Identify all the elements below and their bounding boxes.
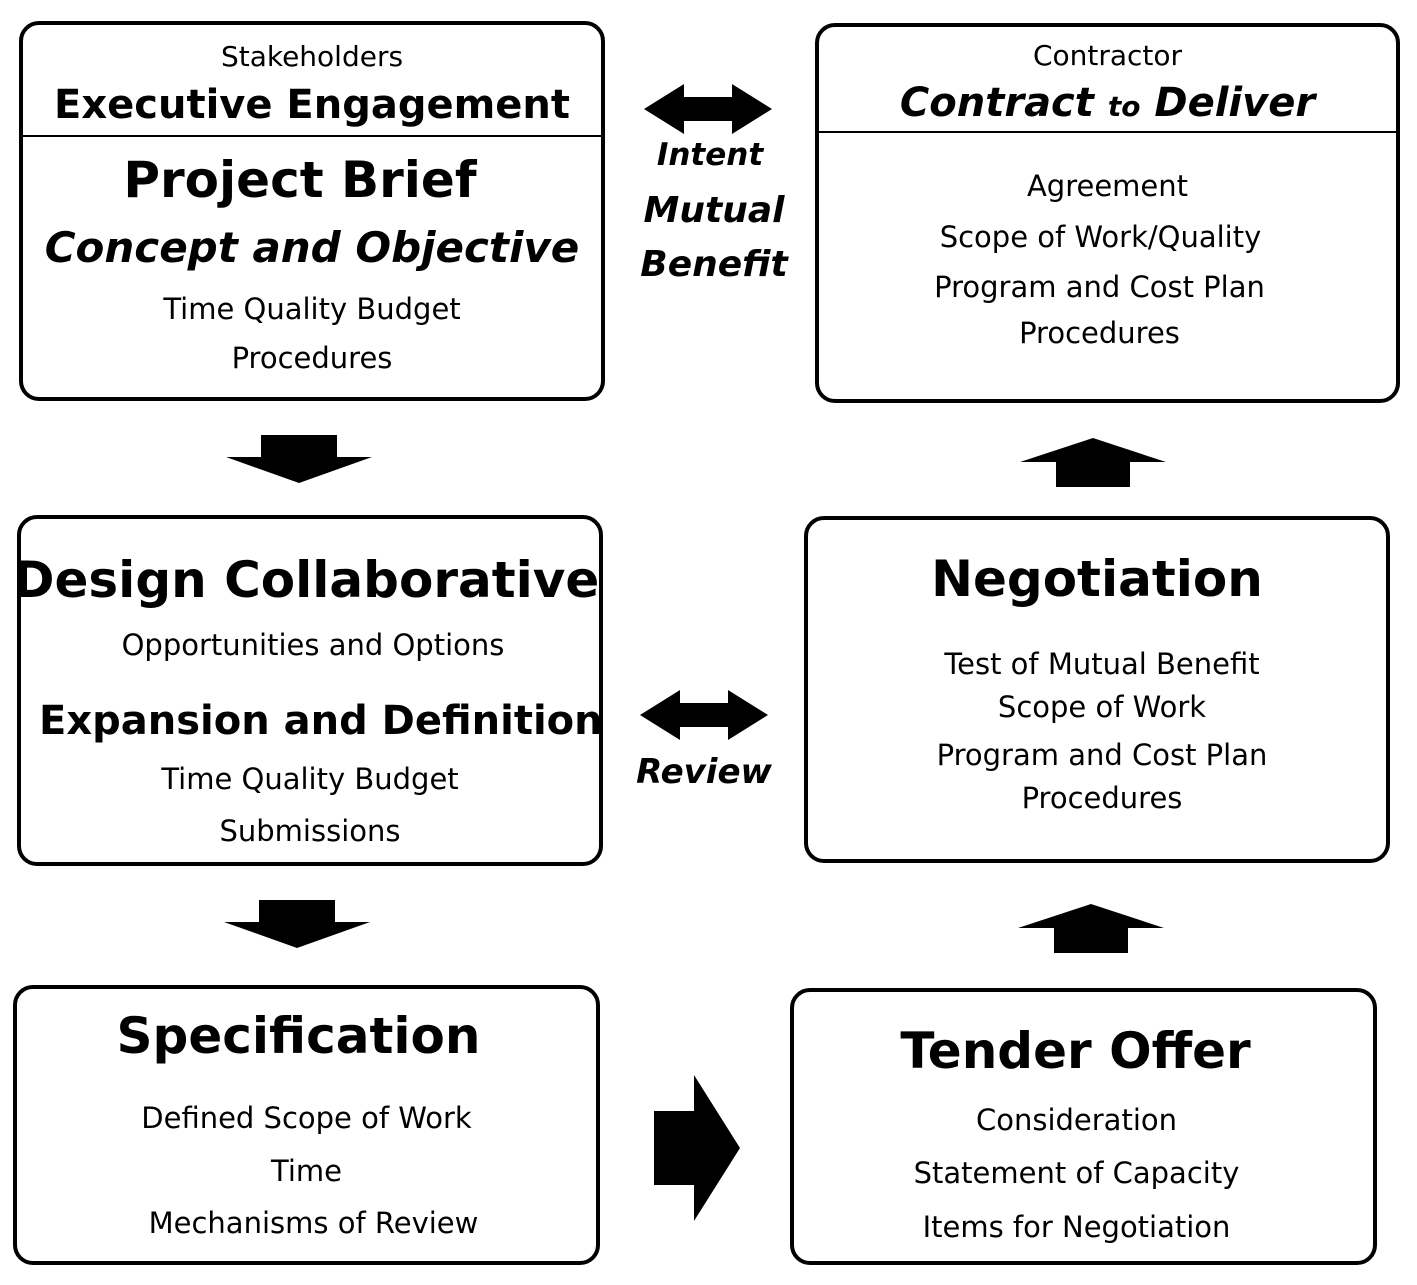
contract-item: Program and Cost Plan <box>934 270 1265 304</box>
negotiation-title: Negotiation <box>931 550 1263 608</box>
contract-box: Contractor Contract to Deliver Agreement… <box>815 23 1400 403</box>
down-arrow-icon <box>224 900 370 948</box>
project-brief-item: Procedures <box>231 341 393 375</box>
negotiation-box: Negotiation Test of Mutual Benefit Scope… <box>804 516 1390 863</box>
project-brief-title: Project Brief <box>123 151 477 209</box>
negotiation-item: Scope of Work <box>997 690 1207 724</box>
project-brief-item: Time Quality Budget <box>163 292 461 326</box>
contract-item: Scope of Work/Quality <box>939 220 1262 254</box>
tender-item: Items for Negotiation <box>922 1210 1231 1244</box>
right-arrow-icon <box>654 1075 740 1221</box>
contract-item: Procedures <box>1019 316 1180 350</box>
down-arrow-icon <box>226 435 372 483</box>
design-collaborative-title: Design Collaborative <box>13 551 600 609</box>
specification-item: Defined Scope of Work <box>141 1101 472 1135</box>
contract-to-deliver-heading: Contract to Deliver <box>819 83 1396 123</box>
intent-label: Intent <box>656 137 764 173</box>
design-item: Time Quality Budget <box>161 762 459 796</box>
header-divider <box>23 135 601 137</box>
opportunities-options-text: Opportunities and Options <box>121 628 505 662</box>
project-brief-box: Stakeholders Executive Engagement Projec… <box>19 21 605 401</box>
expansion-definition-subtitle: Expansion and Definition <box>39 698 603 744</box>
negotiation-item: Procedures <box>1021 781 1183 815</box>
specification-item: Mechanisms of Review <box>148 1206 479 1240</box>
negotiation-item: Test of Mutual Benefit <box>944 647 1260 681</box>
tender-offer-title: Tender Offer <box>900 1022 1251 1080</box>
review-double-arrow-icon <box>640 690 768 740</box>
concept-objective-subtitle: Concept and Objective <box>44 223 580 272</box>
specification-title: Specification <box>116 1007 481 1065</box>
executive-engagement-heading: Executive Engagement <box>54 82 570 128</box>
tender-item: Consideration <box>975 1103 1178 1137</box>
contractor-label: Contractor <box>1032 39 1183 72</box>
header-divider <box>819 131 1396 133</box>
stakeholders-label: Stakeholders <box>220 40 404 73</box>
mutual-label: Mutual <box>643 190 785 231</box>
up-arrow-icon <box>1018 904 1164 953</box>
contract-word: Contract <box>899 80 1094 126</box>
review-label: Review <box>636 752 772 792</box>
negotiation-item: Program and Cost Plan <box>936 738 1268 772</box>
deliver-word: Deliver <box>1154 80 1316 126</box>
specification-item: Time <box>271 1154 342 1188</box>
top-double-arrow-icon <box>644 84 772 134</box>
tender-offer-box: Tender Offer Consideration Statement of … <box>790 988 1377 1265</box>
design-item: Submissions <box>219 814 401 848</box>
tender-item: Statement of Capacity <box>913 1156 1240 1190</box>
design-collaborative-box: Design Collaborative Opportunities and O… <box>13 515 603 866</box>
specification-box: Specification Defined Scope of Work Time… <box>13 985 600 1265</box>
up-arrow-icon <box>1020 438 1166 487</box>
contract-item: Agreement <box>1026 169 1189 203</box>
benefit-label: Benefit <box>640 244 788 285</box>
to-word: to <box>1107 90 1141 123</box>
